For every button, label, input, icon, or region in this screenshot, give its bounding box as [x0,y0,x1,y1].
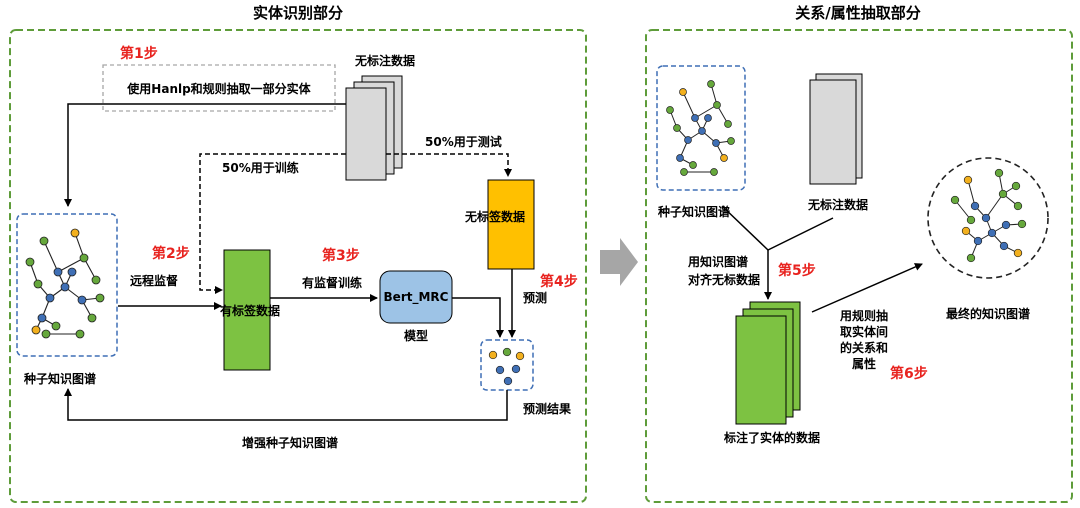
right-seed-kg-graph [666,80,735,176]
rule-text-line2: 取实体间 [840,324,888,339]
merge-line-left [721,205,769,251]
supervised-training-label: 有监督训练 [302,275,362,290]
unlabeled-data-label: 无标注数据 [354,53,415,68]
enhance-label: 增强种子知识图谱 [242,435,338,450]
test-split-label: 50%用于测试 [425,134,502,149]
step-4-label: 第4步 [540,273,578,290]
relation-section-frame [645,29,1073,503]
labeled-data-text: 有标签数据 [220,303,280,318]
unlabeled-tag-box [487,179,535,270]
entity-section-title: 实体识别部分 [253,4,343,22]
arrow-train-split [199,153,346,294]
predict-label: 预测 [523,290,547,305]
seed-kg-graph [25,228,105,339]
right-unlabeled-caption: 无标注数据 [807,197,868,212]
arrow-model-to-result [452,297,504,338]
step-1-label: 第1步 [120,45,158,62]
final-kg-caption: 最终的知识图谱 [946,306,1030,321]
merge-line-right [767,217,834,251]
unlabeled-data-doc-stack [345,75,403,181]
final-kg-graph [950,168,1027,263]
align-text-line1: 用知识图谱 [687,254,748,269]
right-unlabeled-doc-stack [809,73,863,185]
predict-result-nodes [488,347,525,386]
arrow-test-split [386,153,512,177]
rule-text-line1: 用规则抽 [839,308,888,323]
distant-supervision-label: 远程监督 [130,273,178,288]
model-name: Bert_MRC [384,290,449,305]
unlabeled-tag-text: 无标签数据 [464,209,525,224]
step-6-label: 第6步 [890,365,928,382]
model-caption: 模型 [404,328,428,343]
step-3-label: 第3步 [322,247,360,264]
predict-result-label: 预测结果 [523,401,571,416]
arrow-rule-extraction [811,263,923,313]
entity-section-frame [9,29,587,503]
step-5-label: 第5步 [778,262,816,279]
train-split-label: 50%用于训练 [222,160,299,175]
model-box [379,270,453,324]
rule-text-line3: 的关系和 [840,340,888,355]
labeled-data-box [223,249,271,371]
entity-labeled-doc-stack [735,301,801,425]
step-2-label: 第2步 [152,245,190,262]
seed-kg-caption: 种子知识图谱 [23,371,96,386]
hanlp-box-text: 使用Hanlp和规则抽取一部分实体 [126,81,311,96]
arrow-to-seed-kg [64,103,346,207]
entity-labeled-caption: 标注了实体的数据 [723,430,820,445]
relation-section-title: 关系/属性抽取部分 [795,4,920,22]
align-text-line2: 对齐无标数据 [688,272,760,287]
right-seed-kg-caption: 种子知识图谱 [657,204,730,219]
rule-text-line4: 属性 [852,356,876,371]
section-transition-arrow [600,238,638,286]
arrow-enhance-seed-kg [64,388,508,421]
